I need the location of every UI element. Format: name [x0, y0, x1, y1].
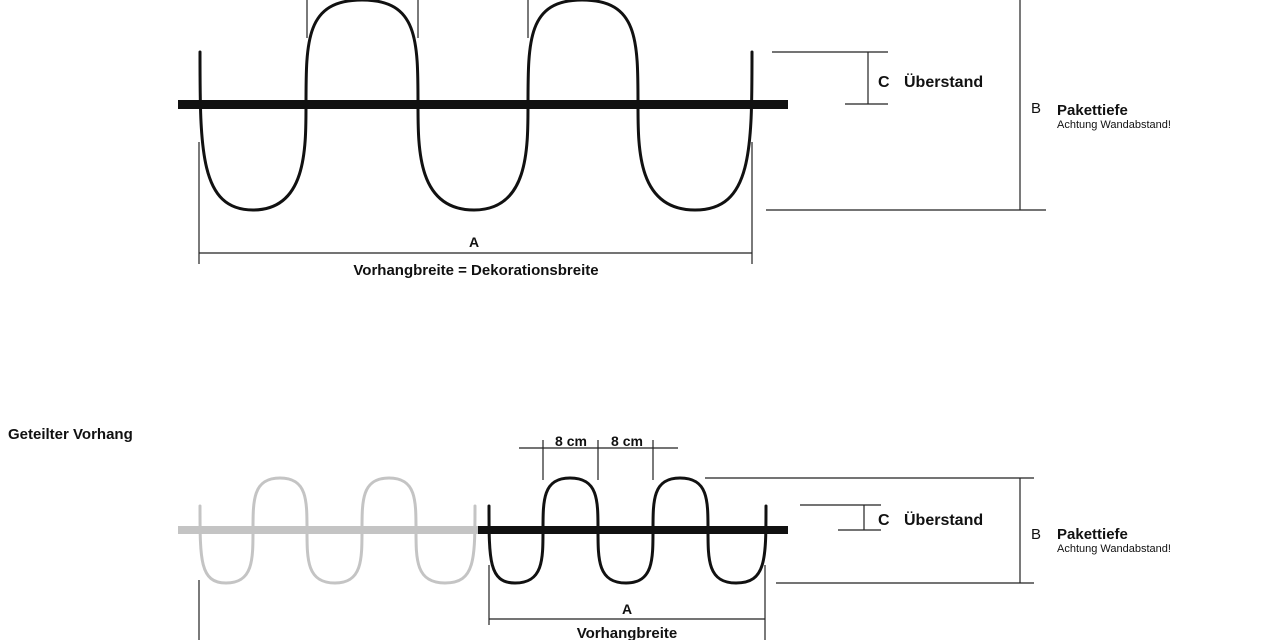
top-label-width: Vorhangbreite = Dekorationsbreite: [353, 262, 598, 279]
bottom-label-package-depth: Pakettiefe: [1057, 526, 1128, 543]
bottom-curtain-wave-active: [487, 476, 768, 585]
bottom-spacing-label-1: 8 cm: [555, 433, 587, 449]
section-title: Geteilter Vorhang: [8, 426, 133, 443]
top-label-b: B: [1031, 100, 1041, 117]
bottom-curtain-wave-inactive: [198, 476, 477, 585]
bottom-label-c: C: [878, 512, 890, 529]
top-label-c: C: [878, 74, 890, 91]
bottom-label-a: A: [622, 601, 632, 617]
top-rail: [178, 100, 788, 109]
top-diagram: A Vorhangbreite = Dekorationsbreite C Üb…: [178, 0, 1171, 279]
bottom-diagram: Geteilter Vorhang 8 cm 8 cm A Vorhangbre…: [8, 426, 1171, 640]
bottom-rail-active: [478, 526, 788, 534]
bottom-label-overhang: Überstand: [904, 510, 983, 529]
bottom-rail-inactive: [178, 526, 478, 534]
top-label-wall-note: Achtung Wandabstand!: [1057, 119, 1171, 131]
bottom-label-b: B: [1031, 526, 1041, 543]
bottom-label-width: Vorhangbreite: [577, 625, 678, 640]
top-label-overhang: Überstand: [904, 72, 983, 91]
bottom-label-wall-note: Achtung Wandabstand!: [1057, 543, 1171, 555]
top-label-package-depth: Pakettiefe: [1057, 102, 1128, 119]
bottom-spacing-label-2: 8 cm: [611, 433, 643, 449]
top-curtain-wave: [198, 0, 754, 212]
top-label-a: A: [469, 234, 479, 250]
